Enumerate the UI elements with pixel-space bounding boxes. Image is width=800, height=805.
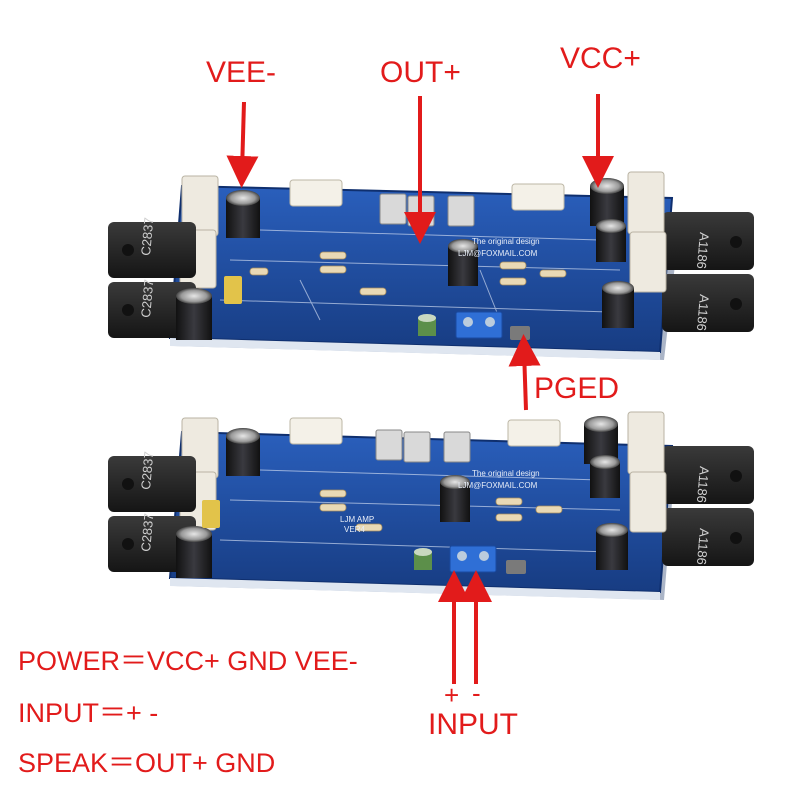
legend-power: POWER＝VCC+ GND VEE- xyxy=(18,646,358,676)
pcb-text: The original design xyxy=(472,237,540,246)
transistor-marking: C2837 xyxy=(138,451,156,490)
pcb-text: LJM@FOXMAIL.COM xyxy=(458,481,538,490)
amplifier-board-bottom: C2837 C2837 A1186 A1186 xyxy=(108,411,754,600)
input-terminal-bottom xyxy=(449,545,497,573)
electrolytic-capacitors-bottom xyxy=(176,416,628,578)
transistor-marking: C2837 xyxy=(138,217,156,256)
power-transistor-right-top xyxy=(662,212,754,332)
pcb-text: LJM@FOXMAIL.COM xyxy=(458,249,538,258)
input-terminal-top xyxy=(455,311,503,339)
label-vcc: VCC+ xyxy=(560,42,641,75)
transistor-marking: A1186 xyxy=(694,528,712,566)
arrow-pged xyxy=(508,334,541,411)
label-pged: PGED xyxy=(534,372,620,405)
transistor-marking: A1186 xyxy=(694,466,712,504)
label-input: INPUT xyxy=(428,708,518,741)
label-vee: VEE- xyxy=(206,56,277,89)
pcb-text: VER4 xyxy=(344,525,365,534)
pcb-text: LJM AMP xyxy=(340,515,374,524)
transistor-marking: A1186 xyxy=(694,294,712,332)
electrolytic-capacitors-top xyxy=(176,178,634,340)
transistor-marking: A1186 xyxy=(694,232,712,270)
label-input-plus: + xyxy=(444,680,460,710)
transistor-marking: C2837 xyxy=(138,513,156,552)
legend-input: INPUT＝+ - xyxy=(18,698,159,728)
legend-speak: SPEAK＝OUT+ GND xyxy=(18,748,276,778)
power-transistor-left-top xyxy=(108,222,196,338)
label-out: OUT+ xyxy=(380,56,461,89)
pcb-text: The original design xyxy=(472,469,540,478)
annotation-arrows xyxy=(226,94,614,684)
arrow-vee xyxy=(226,101,259,188)
transistor-marking: C2837 xyxy=(138,279,156,318)
label-input-minus: - xyxy=(472,678,481,708)
amplifier-board-top: C2837 C2837 A1186 A1186 xyxy=(108,171,754,360)
